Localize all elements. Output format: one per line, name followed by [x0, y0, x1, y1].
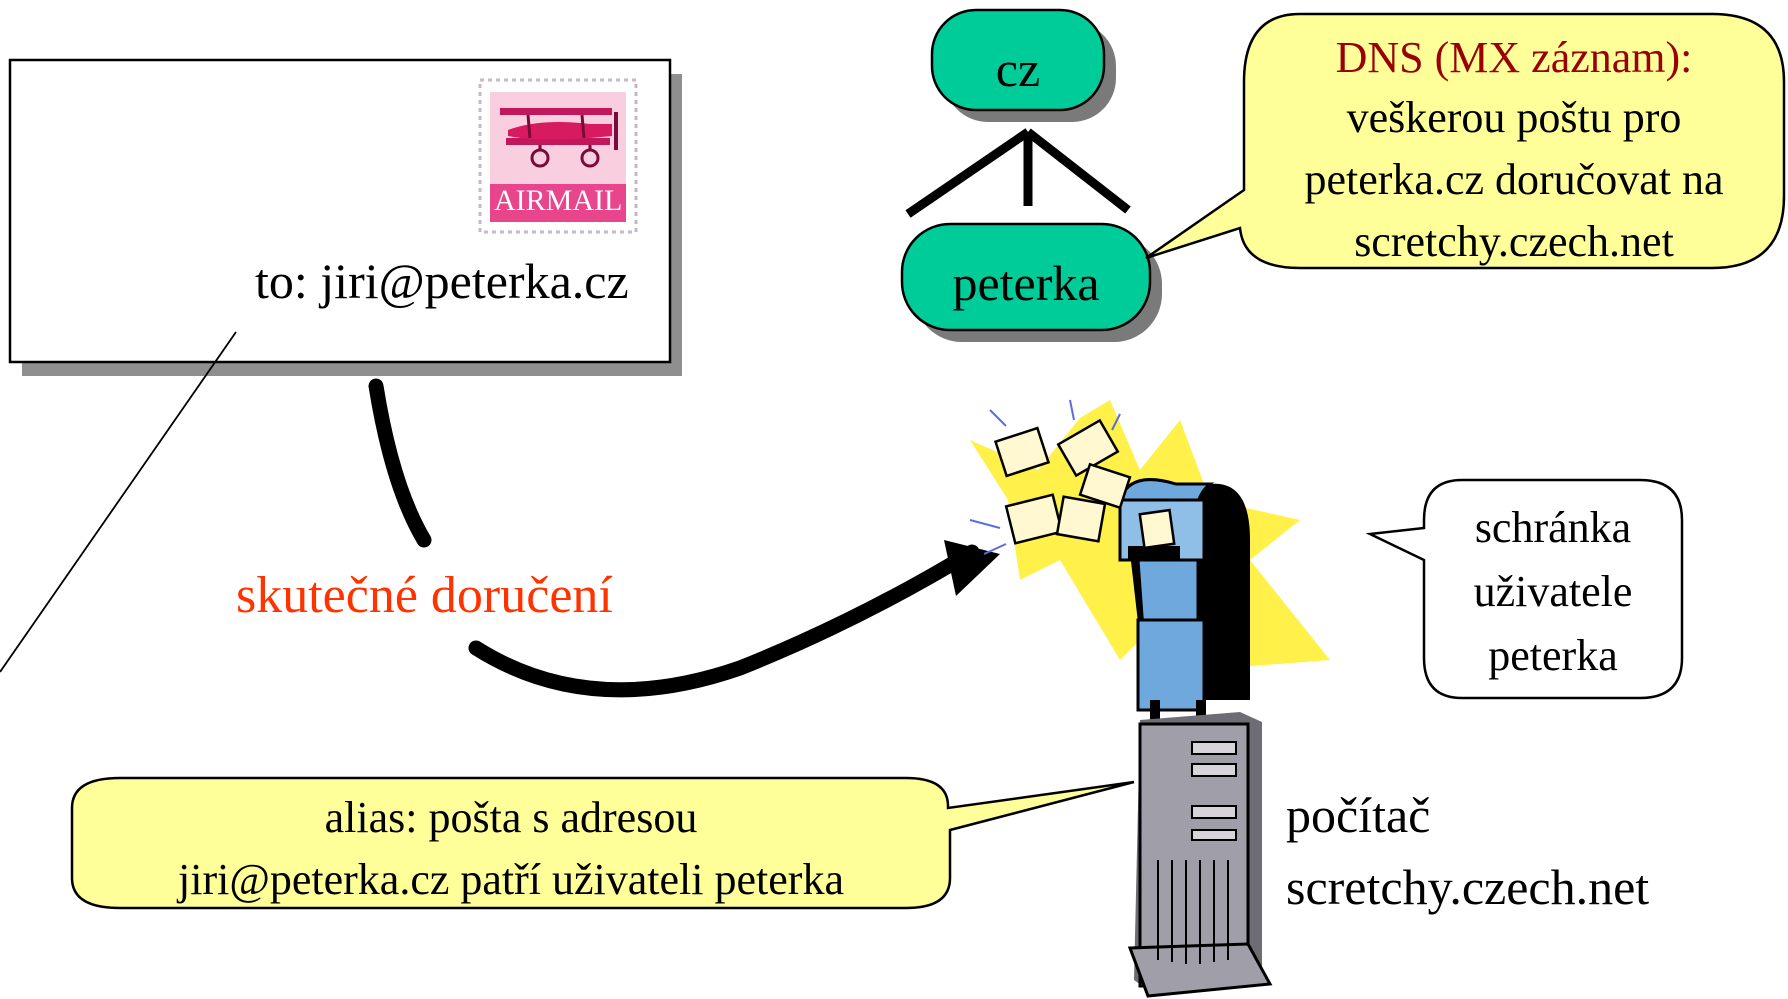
mailbox-callout	[1365, 478, 1684, 700]
alias-callout	[70, 776, 1135, 910]
mailbox-callout-line-3: peterka	[1488, 631, 1618, 680]
mailbox-callout-line-1: schránka	[1474, 503, 1632, 552]
alias-callout-line-1: alias: pošta s adresou	[324, 793, 698, 842]
dns-tree	[900, 8, 1162, 342]
alias-callout-line-2: jiri@peterka.cz patří uživateli peterka	[178, 855, 844, 904]
server-tower-icon	[1127, 712, 1273, 998]
dns-callout-title: DNS (MX záznam):	[1335, 33, 1693, 82]
computer-label-line-2: scretchy.czech.net	[1286, 859, 1650, 915]
airmail-stamp-text: AIRMAIL	[494, 184, 623, 217]
dns-callout-line-1: veškerou poštu pro	[1346, 93, 1682, 142]
delivery-label: skutečné doručení	[236, 567, 613, 624]
computer-label-line-1: počítač	[1286, 787, 1431, 843]
delivery-arrowhead	[944, 540, 1000, 596]
dns-callout	[1145, 12, 1786, 270]
airmail-stamp-icon	[478, 78, 638, 234]
dns-callout-line-3: scretchy.czech.net	[1354, 217, 1674, 266]
mailbox-icon	[969, 399, 1330, 740]
dns-callout-line-2: peterka.cz doručovat na	[1304, 155, 1724, 204]
dns-node-peterka: peterka	[952, 255, 1100, 311]
alias-connector-line	[0, 331, 237, 673]
dns-node-cz: cz	[995, 41, 1041, 97]
delivery-arrow	[368, 378, 980, 698]
envelope-recipient: to: jiri@peterka.cz	[255, 253, 629, 309]
mailbox-callout-line-2: uživatele	[1473, 567, 1633, 616]
